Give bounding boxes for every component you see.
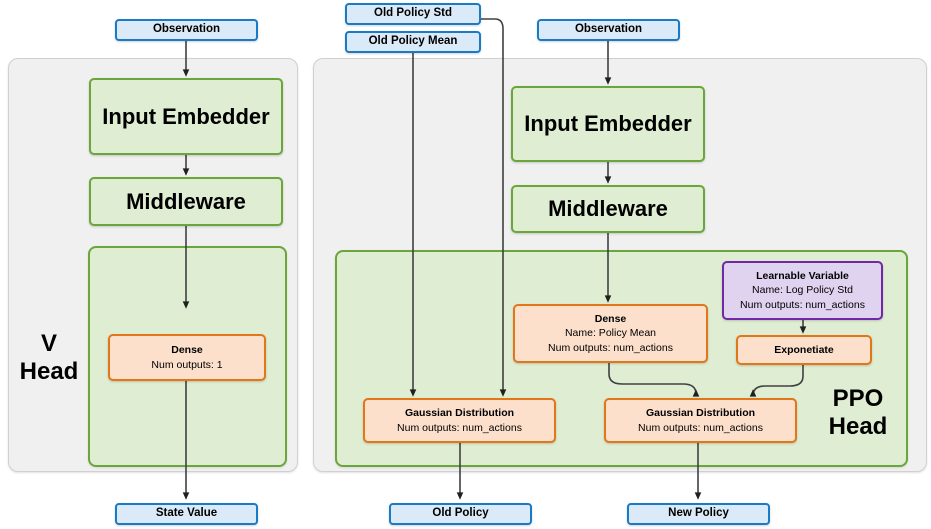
v-head-dense-num-outputs: Num outputs: 1 <box>151 358 223 371</box>
learnable-variable-name: Name: Log Policy Std <box>752 284 853 297</box>
v-head-dense-title: Dense <box>171 344 203 357</box>
v-head-observation-label: Observation <box>152 23 221 36</box>
ppo-head-input-embedder-node[interactable]: Input Embedder <box>511 86 705 162</box>
ppo-head-zone-label: PPO Head <box>828 385 888 440</box>
ppo-head-observation-label: Observation <box>574 23 643 36</box>
exponetiate-node[interactable]: Exponetiate <box>736 335 872 365</box>
dense-policy-mean-title: Dense <box>594 313 627 326</box>
gaussian-old-num-outputs: Num outputs: num_actions <box>397 421 522 434</box>
old-policy-output-node[interactable]: Old Policy <box>389 503 532 525</box>
state-value-label: State Value <box>155 507 218 520</box>
ppo-head-observation-node[interactable]: Observation <box>537 19 680 41</box>
dense-policy-mean-num-outputs: Num outputs: num_actions <box>548 341 673 354</box>
new-policy-output-label: New Policy <box>668 507 729 520</box>
learnable-variable-title: Learnable Variable <box>756 270 849 283</box>
v-head-observation-node[interactable]: Observation <box>115 19 258 41</box>
old-policy-output-label: Old Policy <box>432 507 489 520</box>
v-head-zone-label: V Head <box>19 330 79 385</box>
gaussian-new-title: Gaussian Distribution <box>645 407 756 420</box>
exponetiate-title: Exponetiate <box>774 343 834 356</box>
gaussian-old-title: Gaussian Distribution <box>404 407 515 420</box>
ppo-head-middleware-node[interactable]: Middleware <box>511 185 705 233</box>
old-policy-std-label: Old Policy Std <box>374 7 452 20</box>
v-head-dense-node[interactable]: Dense Num outputs: 1 <box>108 334 266 381</box>
gaussian-distribution-new-node[interactable]: Gaussian Distribution Num outputs: num_a… <box>604 398 797 443</box>
new-policy-output-node[interactable]: New Policy <box>627 503 770 525</box>
old-policy-std-node[interactable]: Old Policy Std <box>345 3 481 25</box>
learnable-variable-num-outputs: Num outputs: num_actions <box>740 298 865 311</box>
v-head-middleware-label: Middleware <box>126 188 246 214</box>
ppo-head-middleware-label: Middleware <box>548 196 668 222</box>
old-policy-mean-label: Old Policy Mean <box>368 35 458 48</box>
v-head-input-embedder-node[interactable]: Input Embedder <box>89 78 283 155</box>
dense-policy-mean-name: Name: Policy Mean <box>564 327 657 340</box>
learnable-variable-node[interactable]: Learnable Variable Name: Log Policy Std … <box>722 261 883 320</box>
gaussian-new-num-outputs: Num outputs: num_actions <box>638 421 763 434</box>
gaussian-distribution-old-node[interactable]: Gaussian Distribution Num outputs: num_a… <box>363 398 556 443</box>
state-value-node[interactable]: State Value <box>115 503 258 525</box>
dense-policy-mean-node[interactable]: Dense Name: Policy Mean Num outputs: num… <box>513 304 708 363</box>
v-head-middleware-node[interactable]: Middleware <box>89 177 283 226</box>
ppo-head-input-embedder-label: Input Embedder <box>524 111 692 137</box>
v-head-input-embedder-label: Input Embedder <box>102 103 270 129</box>
old-policy-mean-node[interactable]: Old Policy Mean <box>345 31 481 53</box>
